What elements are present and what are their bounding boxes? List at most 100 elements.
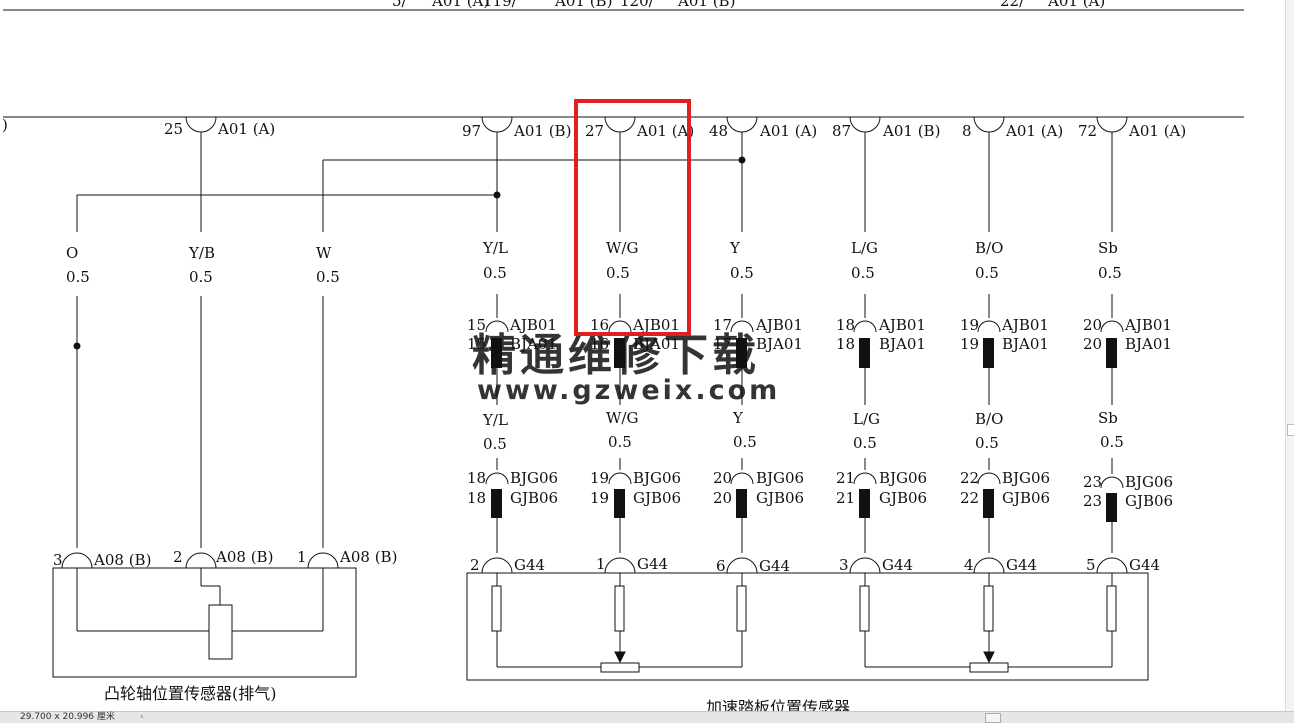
- sensor-body: [466, 572, 1149, 681]
- pin-number: 16: [590, 335, 609, 353]
- pin-number: 3: [53, 551, 63, 569]
- connector-name: AJB01: [878, 316, 926, 334]
- pedal-sensor: 2 G44 1 G44 6 G44 3 G44 4 G44 5 G44: [466, 555, 1160, 717]
- scroll-left-icon[interactable]: ‹: [140, 712, 144, 722]
- pin-number: 17: [713, 335, 732, 353]
- connector-name: A08 (B): [339, 548, 397, 566]
- connector-name: GJB06: [756, 489, 804, 507]
- wire-color: Y/B: [188, 244, 215, 262]
- pin-number: 97: [462, 122, 481, 140]
- wire-color: Sb: [1098, 239, 1118, 257]
- connector-arc: [853, 472, 877, 485]
- wire-color: O: [66, 244, 78, 262]
- sensor-internal: [491, 573, 1117, 673]
- wire-size: 0.5: [730, 264, 754, 282]
- scrollbar-marker: [1287, 424, 1294, 436]
- connector-block: [491, 338, 502, 368]
- wire-color: B/O: [975, 239, 1003, 257]
- watermark: 精通维修下载 www.gzweix.com: [472, 330, 777, 406]
- pin-number: 19: [590, 489, 609, 507]
- pin-number: 17: [713, 316, 732, 334]
- top-cut-text: A01 (B): [554, 0, 612, 10]
- connector-arc: [1100, 476, 1124, 489]
- connector-name: BJA01: [510, 335, 557, 353]
- connector-arc: [853, 320, 877, 333]
- potentiometer: [969, 662, 1009, 673]
- connector-name: BJG06: [633, 469, 681, 487]
- connector-name: BJG06: [756, 469, 804, 487]
- top-cut-text: 5/: [392, 0, 408, 10]
- horizontal-scroll-thumb[interactable]: [985, 713, 1001, 723]
- connector-block: [736, 338, 747, 368]
- pin-number: 23: [1083, 492, 1102, 510]
- inline-connector: 17 AJB01 17 BJA01: [713, 316, 803, 368]
- connector-arc: [1100, 320, 1124, 333]
- top-cut-text: A01 (A): [1047, 0, 1105, 10]
- connector-name: A01 (A): [1005, 122, 1063, 140]
- connector-arc: [730, 320, 754, 333]
- pin-number: 2: [470, 556, 480, 574]
- pin-number: 21: [836, 469, 855, 487]
- resistor: [614, 585, 625, 632]
- resistor: [1106, 585, 1117, 632]
- connector-name: A01 (A): [759, 122, 817, 140]
- top-connector: 87 A01 (B): [832, 116, 940, 140]
- vertical-scrollbar[interactable]: [1285, 0, 1294, 711]
- wire-size: 0.5: [608, 433, 632, 451]
- top-cut-text: 120/: [620, 0, 655, 10]
- wire-size: 0.5: [483, 435, 507, 453]
- connector-arc: [185, 552, 217, 569]
- wire-size: 0.5: [316, 268, 340, 286]
- pin-number: 22: [960, 489, 979, 507]
- wire-size: 0.5: [483, 264, 507, 282]
- wire-color: Y/L: [482, 239, 508, 257]
- wire-color: L/G: [853, 410, 880, 428]
- connector-name: A01 (A): [217, 120, 275, 138]
- pin-number: 16: [590, 316, 609, 334]
- connector-name: G44: [882, 556, 913, 574]
- connector-name: G44: [759, 557, 790, 575]
- inline-connector: 21 BJG06 21 GJB06: [836, 469, 927, 518]
- inline-connector: 15 AJB01 15 BJA01: [467, 316, 557, 368]
- pin-number: 8: [962, 122, 972, 140]
- connector-arc: [307, 552, 339, 569]
- inline-connector: 20 BJG06 20 GJB06: [713, 469, 804, 518]
- connector-name: AJB01: [1001, 316, 1049, 334]
- connector-arc: [608, 472, 632, 485]
- connector-arc: [730, 472, 754, 485]
- connector-name: BJG06: [1125, 473, 1173, 491]
- connector-name: BJA01: [1125, 335, 1172, 353]
- pin-number: 20: [713, 469, 732, 487]
- pin-number: 20: [1083, 335, 1102, 353]
- connector-name: BJG06: [879, 469, 927, 487]
- connector-name: GJB06: [1002, 489, 1050, 507]
- pin-number: 20: [1083, 316, 1102, 334]
- left-wire-labels: O 0.5 Y/B 0.5 W 0.5: [66, 244, 340, 286]
- wires-mid: [496, 368, 1113, 405]
- connector-name: BJA01: [1002, 335, 1049, 353]
- inline-connector: 16 AJB01 16 BJA01: [590, 316, 680, 368]
- connector-name: BJG06: [1002, 469, 1050, 487]
- pin-number: 18: [467, 489, 486, 507]
- junction-dot: [73, 342, 81, 350]
- top-cut-text: A01 (B): [677, 0, 735, 10]
- wire-size: 0.5: [606, 264, 630, 282]
- pin-number: 5: [1086, 556, 1096, 574]
- pin-number: 2: [173, 548, 183, 566]
- connector-arc: [973, 557, 1005, 574]
- right-wire-labels-lower: Y/L 0.5 W/G 0.5 Y 0.5 L/G 0.5 B/O 0.5 Sb…: [482, 409, 1124, 453]
- top-connector: 8 A01 (A): [962, 116, 1063, 140]
- pin-number: 72: [1078, 122, 1097, 140]
- connector-arc: [485, 320, 509, 333]
- pin-number: 22: [960, 469, 979, 487]
- connector-block: [491, 489, 502, 518]
- pin-number: 18: [467, 469, 486, 487]
- wiper-arrow: [614, 651, 626, 664]
- wire-color: W/G: [606, 239, 638, 257]
- connector-arc: [977, 472, 1001, 485]
- top-cut-text: A01 (A): [431, 0, 489, 10]
- low-connectors: 18 BJG06 18 GJB06 19 BJG06 19 GJB06 20 B…: [467, 469, 1173, 522]
- connector-block: [736, 489, 747, 518]
- connector-arc: [604, 557, 636, 574]
